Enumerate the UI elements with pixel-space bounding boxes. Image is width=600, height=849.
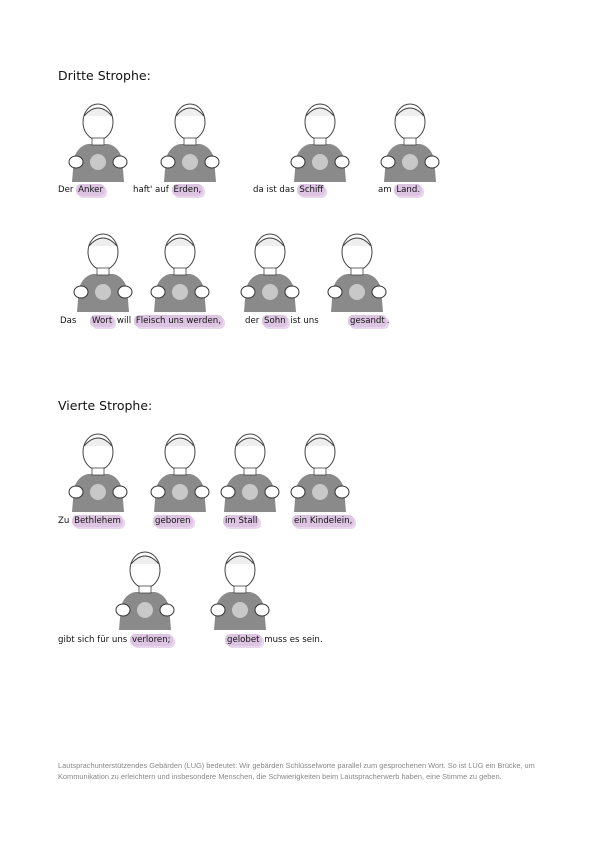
sign-caption: da ist das Schiff [253,184,326,196]
caption-text: haft' auf [133,185,172,195]
sign-figure-icon [290,103,350,182]
sign-illustration [105,548,185,630]
sign-figure-icon [150,233,210,312]
section-title-dritte-strophe: Dritte Strophe: [58,68,151,83]
sign-figure-icon [68,103,128,182]
sign-illustration [280,430,360,512]
caption-text: da ist das [253,185,298,195]
section-title-vierte-strophe: Vierte Strophe: [58,398,153,413]
caption-text: muss es sein. [261,635,323,645]
keyword-highlight: Anker [76,184,105,196]
caption-text: am [378,185,395,195]
sign-caption: am Land. [378,184,423,196]
sign-illustration [63,230,143,312]
sign-figure-icon [380,103,440,182]
caption-text: der [245,316,263,326]
keyword-highlight: Wort [90,315,115,327]
sign-figure-icon [115,551,175,630]
keyword-highlight: Fleisch uns werden, [133,315,223,327]
sign-caption: Der Anker [58,184,105,196]
sign-caption: Zu Bethlehem [58,515,123,527]
keyword-highlight: Schiff [297,184,326,196]
caption-text: gibt sich für uns [58,635,131,645]
sign-illustration [370,100,450,182]
sign-figure-icon [150,433,210,512]
caption-text: Der [58,185,77,195]
sign-illustration [200,548,280,630]
keyword-highlight: verloren; [130,634,173,646]
sign-caption: geboren [153,515,193,527]
caption-text: ist uns [287,316,319,326]
keyword-highlight: Erden, [171,184,204,196]
sign-figure-icon [68,433,128,512]
keyword-highlight: Land. [394,184,423,196]
sign-figure-icon [220,433,280,512]
sign-figure-icon [210,551,270,630]
keyword-highlight: Bethlehem [72,515,123,527]
caption-text: will [114,316,134,326]
sign-caption: Das Wort will Fleisch uns werden, [60,315,223,327]
sign-caption: haft' auf Erden, [133,184,204,196]
sign-illustration [150,100,230,182]
sign-figure-icon [160,103,220,182]
sign-caption: der Sohn ist uns [245,315,319,327]
sign-caption: im Stall [223,515,260,527]
keyword-highlight: ein Kindelein, [292,515,355,527]
sign-caption: ein Kindelein, [292,515,355,527]
sign-illustration [317,230,397,312]
keyword-highlight: geboren [153,515,193,527]
sign-illustration [280,100,360,182]
sign-illustration [58,100,138,182]
keyword-highlight: im Stall [223,515,260,527]
sign-illustration [140,230,220,312]
keyword-highlight: Sohn [262,315,288,327]
sign-figure-icon [240,233,300,312]
sign-figure-icon [290,433,350,512]
sign-caption: gesandt. [348,315,390,327]
caption-text: . [386,316,390,326]
sign-caption: gibt sich für uns verloren; [58,634,173,646]
footer-note: Lautsprachunterstützendes Gebärden (LUG)… [58,761,535,781]
keyword-highlight: gelobet [225,634,262,646]
sign-illustration [140,430,220,512]
keyword-highlight: gesandt [348,315,387,327]
caption-text: Zu [58,516,73,526]
sign-illustration [230,230,310,312]
sign-illustration [210,430,290,512]
sign-caption: gelobet muss es sein. [225,634,323,646]
sign-illustration [58,430,138,512]
sign-figure-icon [73,233,133,312]
sign-figure-icon [327,233,387,312]
caption-text: Das [60,316,91,326]
